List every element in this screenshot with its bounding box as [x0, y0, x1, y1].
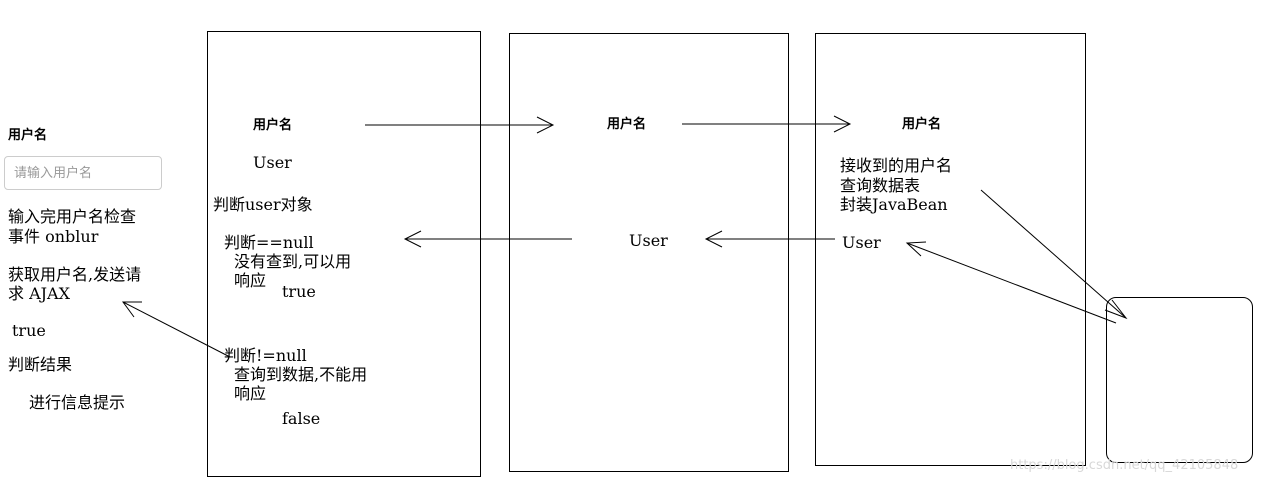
username-input[interactable] [4, 156, 162, 190]
note-event-line-1: 输入完用户名检查 [8, 207, 137, 226]
watermark: https://blog.csdn.net/qq_42105848 [1010, 458, 1239, 473]
col1-box [207, 31, 481, 477]
arrow-user-to-col1 [403, 230, 572, 248]
col1-eq-null-desc-2: 响应 [234, 271, 267, 290]
col3-desc-2: 查询数据表 [840, 176, 921, 195]
arrow-database-to-user [905, 241, 1117, 324]
arrow-query-to-database [980, 189, 1128, 320]
database-box [1106, 297, 1253, 463]
col1-eq-null-desc-1: 没有查到,可以用 [234, 252, 352, 271]
judge-result: 判断结果 [8, 355, 73, 374]
col2-username: 用户名 [607, 117, 647, 132]
col1-username: 用户名 [253, 118, 293, 133]
arrow-user-to-col2 [704, 230, 835, 248]
col1-ne-null-desc-1: 查询到数据,不能用 [234, 365, 368, 384]
col3-username: 用户名 [902, 117, 942, 132]
username-label: 用户名 [8, 128, 48, 143]
note-event-line-2: 事件 onblur [8, 227, 99, 246]
note-ajax-line-2: 求 AJAX [8, 284, 71, 303]
note-ajax-line-1: 获取用户名,发送请 [8, 265, 142, 284]
col1-ne-null-desc-2: 响应 [234, 384, 267, 403]
col1-user: User [253, 153, 292, 172]
col3-desc-1: 接收到的用户名 [840, 156, 953, 175]
col3-box [815, 33, 1086, 466]
col2-user: User [629, 231, 668, 250]
col1-eq-null-value: true [282, 282, 316, 301]
col1-eq-null: 判断==null [224, 233, 314, 252]
col1-ne-null-value: false [282, 409, 321, 428]
col3-user: User [842, 233, 881, 252]
info-hint: 进行信息提示 [29, 393, 126, 412]
col1-judge-object: 判断user对象 [213, 195, 313, 214]
col2-box [509, 33, 789, 472]
col1-ne-null: 判断!=null [224, 346, 307, 365]
result-true: true [12, 321, 46, 340]
arrow-username-to-col2 [365, 116, 555, 134]
arrow-username-to-col3 [682, 115, 852, 133]
arrow-result-to-form [122, 301, 231, 358]
col3-desc-3: 封装JavaBean [840, 195, 948, 214]
